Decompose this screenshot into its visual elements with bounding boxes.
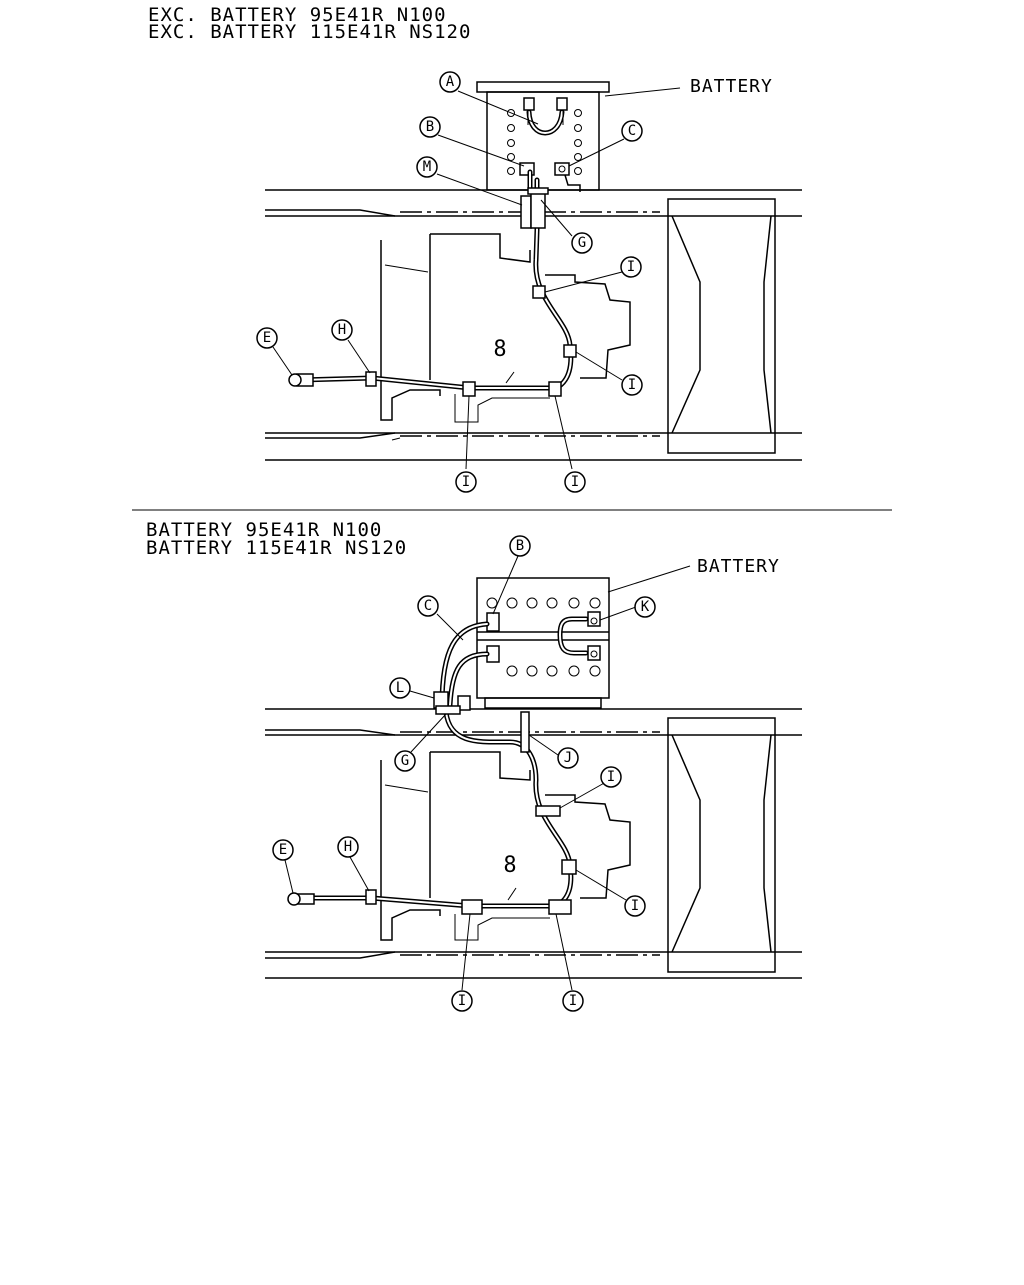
svg-text:I: I (607, 769, 615, 785)
bottom-caption-line2: BATTERY 115E41R NS120 (146, 537, 407, 559)
bottom-frame-rails (265, 708, 802, 979)
top-engine-body (380, 233, 631, 441)
svg-text:H: H (344, 839, 352, 855)
bottom-callout-c: C (417, 595, 439, 617)
svg-text:G: G (401, 753, 409, 769)
bottom-view: BATTERY 95E41R N100 BATTERY 115E41R NS12… (146, 519, 802, 1012)
top-callout-i-1: I (620, 256, 642, 278)
top-clamps (288, 187, 577, 397)
top-crossmember (667, 198, 776, 454)
bottom-clip-1 (535, 805, 561, 817)
svg-text:B: B (516, 538, 524, 554)
top-terminal-c (554, 162, 570, 176)
bottom-battery (476, 577, 610, 709)
svg-text:E: E (263, 330, 271, 346)
top-grommet-g (527, 187, 549, 195)
top-ring-terminal-e (288, 373, 302, 387)
bottom-callout-e: E (272, 839, 294, 861)
top-view: EXC. BATTERY 95E41R N100 EXC. BATTERY 11… (148, 4, 802, 493)
top-clip-h (365, 371, 377, 387)
bottom-cable-8 (297, 621, 574, 909)
bottom-battery-label: BATTERY (697, 556, 780, 577)
top-battery-terminal-1 (523, 97, 535, 111)
bottom-callout-i-4: I (562, 990, 584, 1012)
svg-text:I: I (571, 474, 579, 490)
svg-text:I: I (628, 377, 636, 393)
bottom-callout-i-1: I (600, 766, 622, 788)
svg-text:C: C (628, 123, 636, 139)
bottom-bracket-j (520, 711, 530, 753)
bottom-battery-vent-holes (486, 597, 601, 677)
top-callout-i-3: I (455, 471, 477, 493)
svg-text:C: C (424, 598, 432, 614)
bottom-leaders (284, 555, 691, 991)
top-callout-b: B (419, 116, 441, 138)
bottom-terminal-k-2 (587, 645, 601, 661)
bottom-clip-h (365, 889, 377, 905)
bottom-caption-line1: BATTERY 95E41R N100 (146, 519, 382, 541)
bottom-callout-l: L (389, 677, 411, 699)
top-battery-terminal-2 (556, 97, 568, 111)
bottom-engine-body (380, 751, 631, 941)
svg-text:L: L (396, 680, 404, 696)
top-callout-m: M (416, 156, 438, 178)
top-clip-1 (532, 285, 546, 299)
svg-text:I: I (458, 993, 466, 1009)
top-caption-line2: EXC. BATTERY 115E41R NS120 (148, 21, 471, 43)
top-part-number: 8 (493, 337, 506, 362)
bottom-clamps (287, 691, 577, 915)
svg-text:I: I (627, 259, 635, 275)
top-clip-3 (548, 381, 562, 397)
svg-text:I: I (462, 474, 470, 490)
bottom-callout-i-3: I (451, 990, 473, 1012)
top-battery (476, 81, 610, 192)
top-clip-4 (462, 381, 476, 397)
bottom-callout-b: B (509, 535, 531, 557)
bottom-callout-i-2: I (624, 895, 646, 917)
svg-text:I: I (631, 898, 639, 914)
top-callout-g: G (571, 232, 593, 254)
bottom-clip-2 (561, 859, 577, 875)
bottom-clip-4 (461, 899, 483, 915)
top-clip-2 (563, 344, 577, 358)
top-battery-label: BATTERY (690, 76, 773, 97)
svg-text:J: J (564, 750, 572, 766)
svg-text:K: K (641, 599, 650, 615)
top-callout-i-4: I (564, 471, 586, 493)
top-callout-h: H (331, 319, 353, 341)
bottom-crossmember (667, 717, 776, 973)
svg-text:E: E (279, 842, 287, 858)
svg-text:H: H (338, 322, 346, 338)
top-callout-e: E (256, 327, 278, 349)
bottom-callout-k: K (634, 596, 656, 618)
top-bracket-m (520, 195, 532, 229)
svg-text:A: A (446, 74, 455, 90)
bottom-callout-g: G (394, 750, 416, 772)
top-callout-i-2: I (621, 374, 643, 396)
svg-text:G: G (578, 235, 586, 251)
top-battery-vent-holes (507, 109, 582, 175)
svg-text:I: I (569, 993, 577, 1009)
top-caption-line1: EXC. BATTERY 95E41R N100 (148, 4, 447, 26)
svg-text:B: B (426, 119, 434, 135)
bottom-ring-terminal-e (287, 892, 301, 906)
bottom-callout-j: J (557, 747, 579, 769)
top-leaders (272, 87, 681, 470)
bottom-grommet-g (435, 705, 461, 715)
top-callout-c: C (621, 120, 643, 142)
bottom-terminal-b (486, 612, 500, 632)
svg-text:M: M (423, 159, 431, 175)
top-callout-a: A (439, 71, 461, 93)
bottom-part-number: 8 (503, 853, 516, 878)
bottom-callout-h: H (337, 836, 359, 858)
bottom-clip-3 (548, 899, 572, 915)
